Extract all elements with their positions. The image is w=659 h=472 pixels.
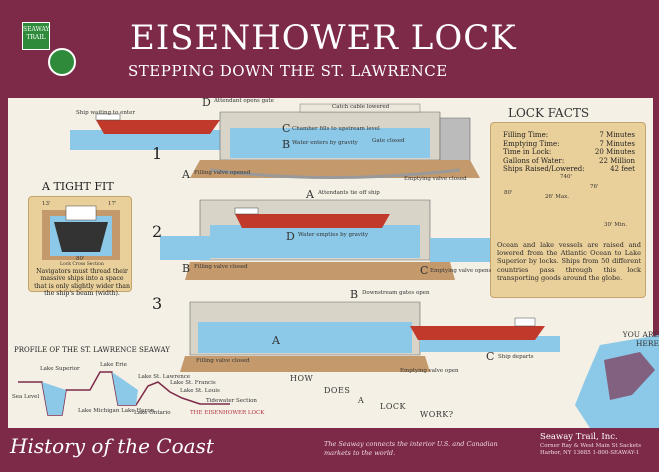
- step-1-empty: Emptying valve closed: [404, 176, 467, 182]
- facts-row: Gallons of Water: 22 Million: [503, 157, 635, 166]
- profile-title: PROFILE OF THE ST. LAWRENCE SEAWAY: [14, 346, 170, 354]
- step-3-b: B: [350, 288, 359, 301]
- profile-label: Tidewater Section: [206, 398, 257, 404]
- facts-dim-max: 26' Max.: [545, 194, 570, 200]
- profile-label: Lake St. Francis: [170, 380, 216, 386]
- profile-label: Lake Ontario: [134, 410, 171, 416]
- tight-dim-right: 17': [108, 201, 117, 207]
- facts-value: 20 Minutes: [594, 148, 635, 157]
- tight-fit-title: A TIGHT FIT: [42, 180, 114, 193]
- facts-dim-min: 30' Min.: [604, 222, 627, 228]
- step-1-catch: Catch cable lowered: [332, 104, 390, 110]
- step-3-empty: Emptying valve open: [400, 368, 459, 374]
- step-3-number: 3: [152, 294, 163, 313]
- facts-label: Ships Raised/Lowered:: [503, 165, 585, 174]
- step-1-gate: Gate closed: [372, 138, 405, 144]
- profile-label: Lake Erie: [100, 362, 127, 368]
- facts-label: Emptying Time:: [503, 139, 560, 148]
- profile-label: Lake St. Lawrence: [138, 374, 191, 380]
- profile-label: Lake Michigan Lake Huron: [78, 408, 155, 414]
- facts-row: Ships Raised/Lowered: 42 feet: [503, 165, 635, 174]
- page-subtitle: STEPPING DOWN THE ST. LAWRENCE: [128, 62, 448, 80]
- facts-row: Emptying Time: 7 Minutes: [503, 140, 635, 149]
- step-2-c: C: [420, 264, 429, 277]
- lock-step-3-drawing: [180, 301, 560, 372]
- facts-row: Time in Lock: 20 Minutes: [503, 148, 635, 157]
- facts-dim-top: 740': [560, 174, 573, 180]
- step-3-b-text: Downstream gates open: [362, 290, 430, 296]
- step-2-a: A: [306, 188, 314, 201]
- step-2-a-text: Attendants tie off ship: [318, 190, 380, 196]
- seaway-trail-logo: SEAWAY TRAIL: [22, 22, 50, 50]
- step-2-number: 2: [152, 222, 163, 241]
- step-3-filling: Filling valve closed: [196, 358, 250, 364]
- tight-dim-left: 13': [42, 201, 51, 207]
- facts-value: 42 feet: [610, 165, 635, 174]
- seaway-profile-drawing: [18, 371, 230, 416]
- facts-label: Time in Lock:: [503, 148, 552, 157]
- history-of-the-coast: History of the Coast: [10, 434, 214, 458]
- step-2-b-text: Filling valve closed: [194, 264, 248, 270]
- you-are-here-label: YOU ARE HERE: [622, 330, 659, 348]
- seaway-note: The Seaway connects the interior U.S. an…: [324, 440, 498, 457]
- coast-map-drawing: [575, 335, 659, 428]
- step-1-d-text: Attendant opens gate: [214, 98, 274, 104]
- profile-eisenhower-label: THE EISENHOWER LOCK: [190, 410, 265, 416]
- step-1-a-text: Filling valve opened: [194, 170, 251, 176]
- header: SEAWAY TRAIL EISENHOWER LOCK STEPPING DO…: [0, 0, 659, 95]
- how-word-3: A: [358, 396, 365, 405]
- step-1-number: 1: [152, 144, 163, 163]
- step-1-c-text: Chamber fills to upstream level: [292, 126, 380, 132]
- lock-step-1-drawing: [70, 103, 480, 179]
- lock-facts-box: Filling Time: 7 Minutes Emptying Time: 7 M…: [490, 122, 646, 298]
- lock-facts-paragraph: Ocean and lake vessels are raised and lo…: [497, 241, 641, 282]
- step-2-d-text: Water empties by gravity: [298, 232, 369, 238]
- facts-value: 22 Million: [599, 156, 635, 165]
- how-word-2: DOES: [324, 386, 351, 395]
- lock-facts-table: Filling Time: 7 Minutes Emptying Time: 7 M…: [503, 131, 635, 174]
- step-1-a: A: [182, 168, 190, 181]
- facts-dim-depth: 76': [590, 184, 599, 190]
- profile-sea-level: Sea Level: [12, 394, 40, 400]
- facts-label: Gallons of Water:: [503, 156, 565, 165]
- logo-text: SEAWAY TRAIL: [23, 26, 50, 41]
- facts-value: 7 Minutes: [599, 131, 635, 139]
- facts-value: 7 Minutes: [599, 139, 635, 148]
- how-word-5: WORK?: [420, 410, 454, 419]
- step-1-ship-label: Ship waiting to enter: [76, 110, 136, 116]
- how-word-4: LOCK: [380, 402, 406, 411]
- step-2-d: D: [286, 230, 295, 243]
- step-2-b: B: [182, 262, 191, 275]
- tight-caption: Lock Cross Section: [60, 262, 104, 267]
- seaway-org: Seaway Trail, Inc.: [540, 432, 618, 442]
- trident-logo-icon: [48, 48, 76, 76]
- profile-label: Lake St. Louis: [180, 388, 220, 394]
- step-3-a: A: [272, 334, 280, 347]
- footer: [0, 428, 659, 472]
- step-1-b: B: [282, 138, 291, 151]
- lock-facts-title: LOCK FACTS: [508, 106, 590, 120]
- step-1-c: C: [282, 122, 291, 135]
- tight-fit-note: Navigators must thread their massive shi…: [34, 268, 130, 298]
- tight-dim-width: 80': [76, 256, 85, 262]
- profile-label: Lake Superior: [40, 366, 80, 372]
- how-word-1: HOW: [290, 374, 314, 383]
- page-title: EISENHOWER LOCK: [130, 18, 517, 58]
- step-3-c: C: [486, 350, 495, 363]
- facts-label: Filling Time:: [503, 131, 549, 139]
- step-3-c-text: Ship departs: [498, 354, 534, 360]
- step-1-b-text: Water enters by gravity: [292, 140, 358, 146]
- lock-step-2-drawing: [160, 199, 490, 280]
- facts-dim-width: 80': [504, 190, 513, 196]
- facts-row: Filling Time: 7 Minutes: [503, 131, 635, 140]
- seaway-address: Corner Ray & West Main St Sackets Harbor…: [540, 443, 642, 456]
- step-2-c-text: Emptying valve opens: [430, 268, 492, 274]
- step-1-d: D: [202, 96, 211, 109]
